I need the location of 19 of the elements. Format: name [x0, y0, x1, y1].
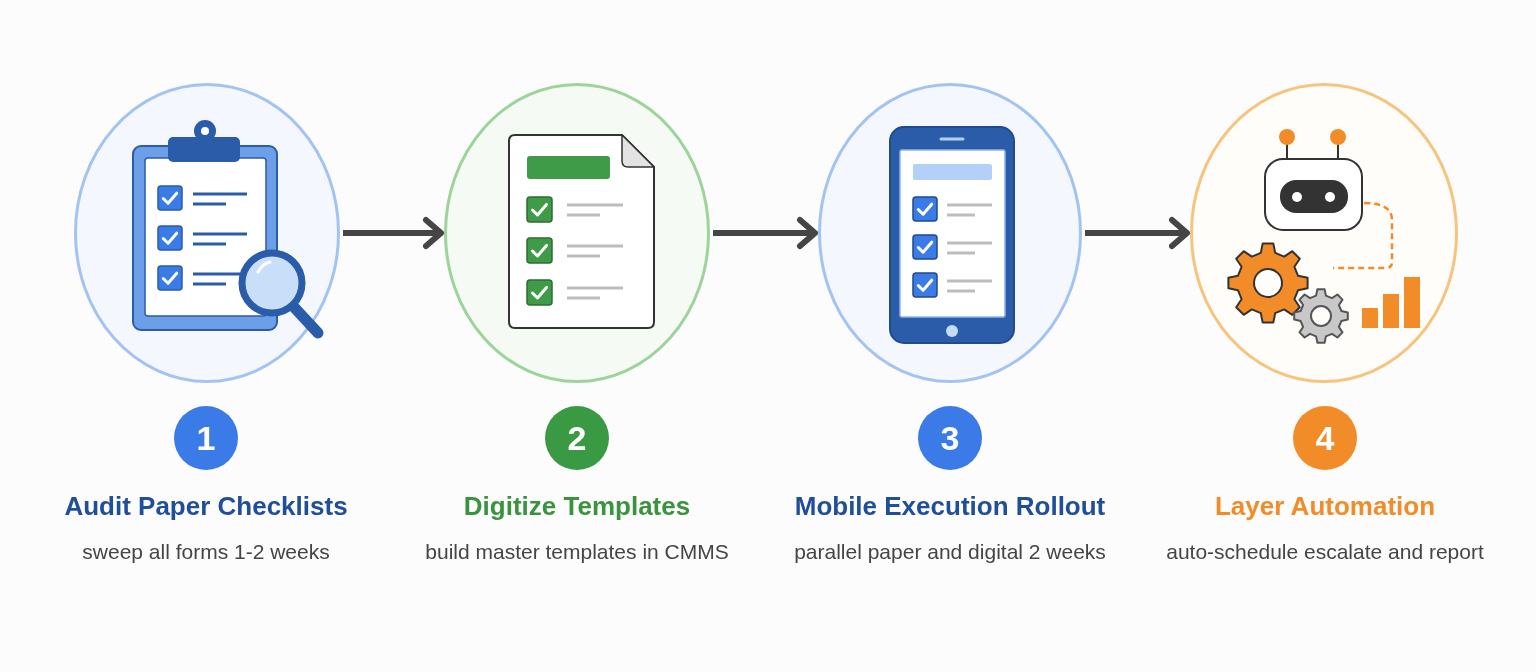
- step-description: sweep all forms 1-2 weeks: [82, 539, 330, 565]
- arrow: [343, 217, 444, 249]
- step-circle: [1190, 83, 1458, 383]
- number-badge: 2: [545, 406, 609, 470]
- number-badge: 1: [174, 406, 238, 470]
- arrow: [713, 217, 818, 249]
- step-circle: [818, 83, 1082, 383]
- step-circle: [444, 83, 710, 383]
- step-title: Layer Automation: [1214, 490, 1436, 522]
- step-title: Mobile Execution Rollout: [794, 490, 1106, 522]
- arrow: [1085, 217, 1190, 249]
- step-description: auto-schedule escalate and report: [1166, 539, 1484, 565]
- step-circle: [74, 83, 340, 383]
- step-title: Audit Paper Checklists: [64, 490, 348, 522]
- number-badge: 4: [1293, 406, 1357, 470]
- step-description: parallel paper and digital 2 weeks: [794, 539, 1106, 565]
- step-description: build master templates in CMMS: [425, 539, 729, 565]
- number-badge: 3: [918, 406, 982, 470]
- step-title: Digitize Templates: [463, 490, 691, 522]
